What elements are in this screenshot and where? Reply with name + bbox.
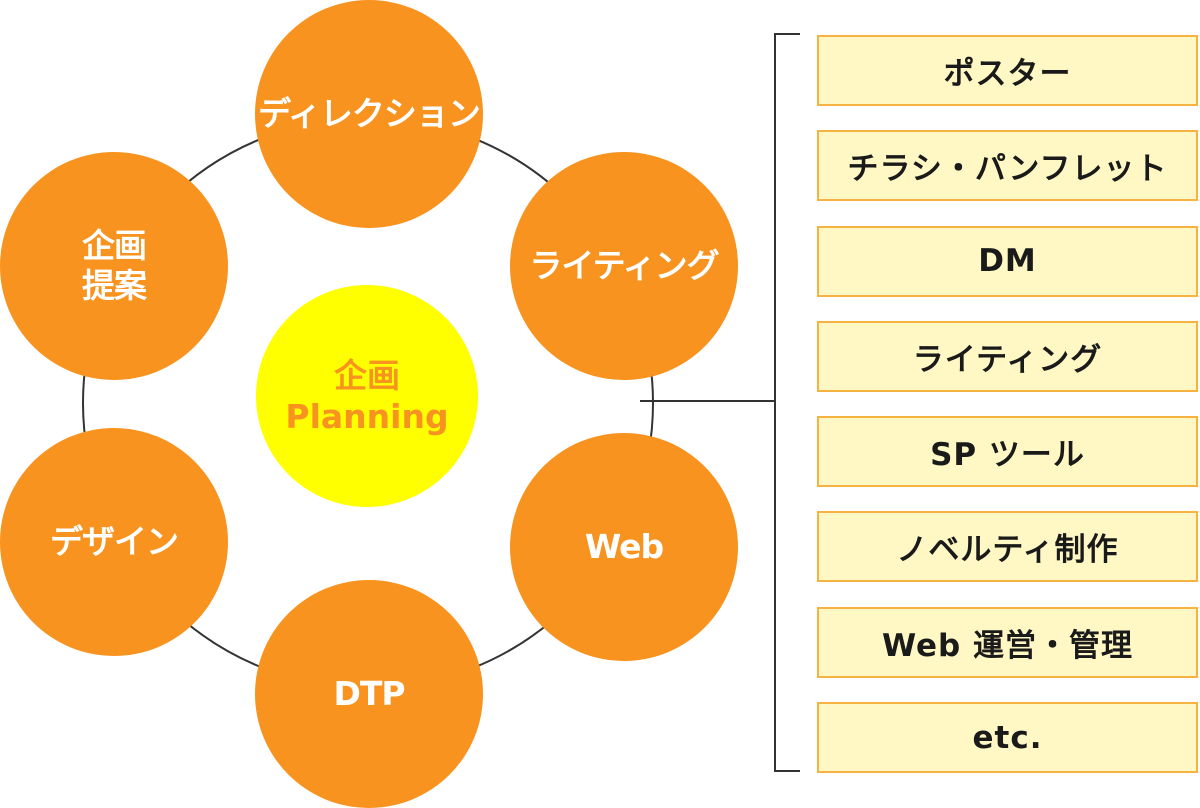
service-proposal-label-line2: 提案	[82, 266, 147, 305]
deliverables-list: ポスター チラシ・パンフレット DM ライティング SP ツール ノベルティ制作…	[817, 35, 1198, 797]
center-planning-circle: 企画 Planning	[256, 285, 478, 507]
service-web-label: Web	[584, 527, 664, 567]
deliverable-etc: etc.	[817, 702, 1198, 774]
center-subtitle: Planning	[285, 397, 449, 436]
service-writing-label: ライティング	[529, 246, 719, 286]
deliverable-novelty: ノベルティ制作	[817, 511, 1198, 583]
service-design-circle: デザイン	[0, 428, 228, 656]
deliverables-bracket	[774, 33, 800, 772]
service-proposal-label-line1: 企画	[82, 226, 147, 266]
deliverable-flyer-pamphlet: チラシ・パンフレット	[817, 130, 1198, 202]
service-writing-circle: ライティング	[510, 152, 738, 380]
deliverable-sp-tools: SP ツール	[817, 416, 1198, 488]
service-web-circle: Web	[510, 433, 738, 661]
service-design-label: デザイン	[50, 522, 179, 562]
deliverable-poster: ポスター	[817, 35, 1198, 106]
service-dtp-label: DTP	[333, 674, 405, 714]
service-direction-label: ディレクション	[258, 94, 481, 134]
deliverable-web-operation: Web 運営・管理	[817, 606, 1198, 678]
service-dtp-circle: DTP	[255, 580, 483, 808]
service-proposal-circle: 企画 提案	[0, 152, 228, 380]
deliverable-writing: ライティング	[817, 320, 1198, 392]
center-title: 企画	[334, 355, 400, 395]
deliverable-dm: DM	[817, 225, 1198, 297]
service-direction-circle: ディレクション	[255, 0, 483, 228]
